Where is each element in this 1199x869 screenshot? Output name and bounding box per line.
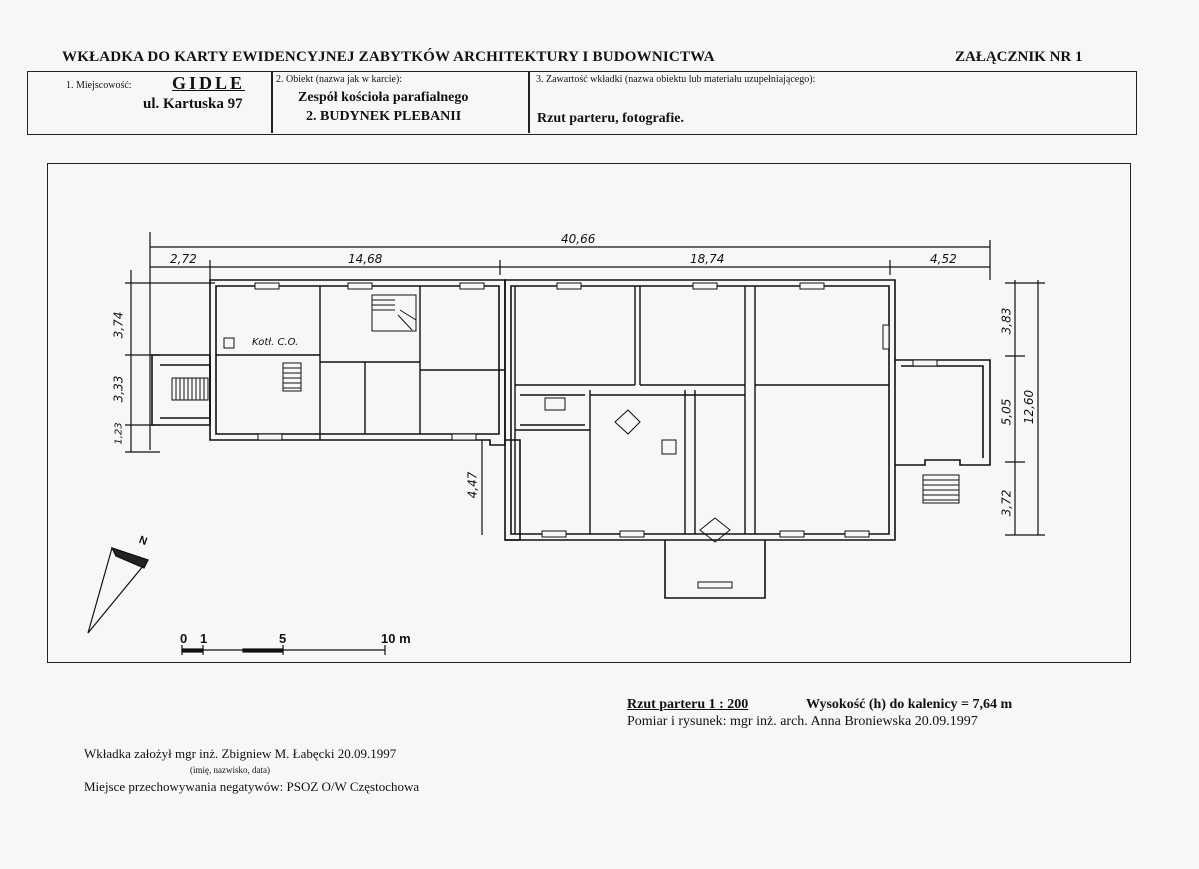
street: ul. Kartuska 97 <box>143 96 243 112</box>
dim-left2: 3,33 <box>111 375 126 403</box>
object-line1: Zespół kościoła parafialnego <box>298 90 469 105</box>
object-label: 2. Obiekt (nazwa jak w karcie): <box>276 74 403 85</box>
dim-total: 40,66 <box>561 232 596 246</box>
place-label: 1. Miejscowość: <box>66 80 132 91</box>
annex-number: ZAŁĄCZNIK NR 1 <box>955 49 1083 65</box>
created-hint: (imię, nazwisko, data) <box>190 765 270 775</box>
plan-title: Rzut parteru 1 : 200 <box>627 697 749 712</box>
document-title: WKŁADKA DO KARTY EWIDENCYJNEJ ZABYTKÓW A… <box>62 49 715 65</box>
scale-bar <box>181 645 386 655</box>
scale-tick-10: 10 m <box>381 631 411 646</box>
dim-right2: 5,05 <box>999 398 1014 426</box>
boiler-room-label: Kotł. C.O. <box>252 337 299 348</box>
dim-left1: 3,74 <box>111 311 126 339</box>
contents-label: 3. Zawartość wkładki (nazwa obiektu lub … <box>536 74 816 85</box>
divider <box>528 71 530 133</box>
object-line2: 2. BUDYNEK PLEBANII <box>306 109 462 124</box>
divider <box>271 71 273 133</box>
dim-seg2: 14,68 <box>348 252 383 266</box>
scale-tick-1: 1 <box>200 631 208 646</box>
dim-left3: 1,23 <box>113 422 125 445</box>
negatives-location: Miejsce przechowywania negatywów: PSOZ O… <box>84 779 420 794</box>
dim-right1: 3,83 <box>999 307 1014 335</box>
dim-right3: 3,72 <box>999 489 1014 517</box>
height-note: Wysokość (h) do kalenicy = 7,64 m <box>806 697 1013 712</box>
north-arrow <box>87 546 150 634</box>
plan-frame <box>47 163 1131 663</box>
info-table <box>27 71 1137 135</box>
dim-mid-left: 4,47 <box>465 471 480 499</box>
scale-tick-5: 5 <box>279 631 287 646</box>
dim-seg3: 18,74 <box>690 252 725 266</box>
created-by: Wkładka założył mgr inż. Zbigniew M. Łab… <box>84 746 397 761</box>
dim-right-total: 12,60 <box>1022 389 1037 425</box>
survey-note: Pomiar i rysunek: mgr inż. arch. Anna Br… <box>627 714 978 729</box>
contents-value: Rzut parteru, fotografie. <box>537 111 684 126</box>
dim-seg4: 4,52 <box>930 252 957 266</box>
place-value: GIDLE <box>172 73 246 93</box>
dim-seg1: 2,72 <box>170 252 197 266</box>
scale-tick-0: 0 <box>180 631 188 646</box>
